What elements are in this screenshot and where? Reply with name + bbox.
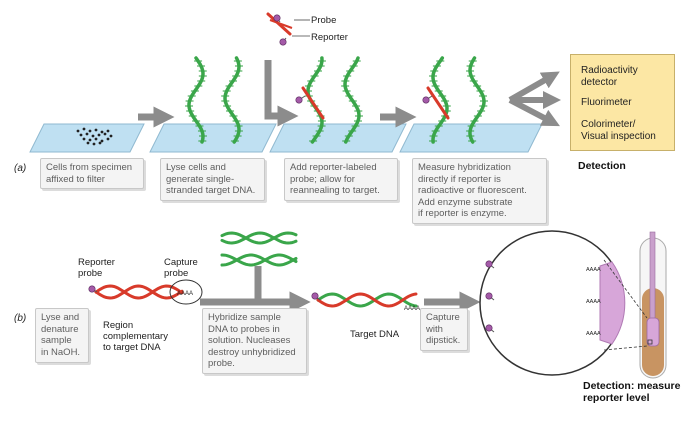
- cell-dot: [91, 134, 95, 138]
- target-dna-strand: [223, 56, 241, 144]
- captured-reporter-0: [485, 260, 493, 268]
- caption-capture-dipstick: Capture with dipstick.: [420, 308, 468, 351]
- annealed-probe-1: [301, 86, 325, 120]
- free-probe-reporter-bottom: [279, 38, 287, 46]
- cell-dot: [106, 129, 110, 133]
- hybridized-target-b: [316, 292, 418, 308]
- caption-cells-from-specimen: Cells from specimen affixed to filter: [40, 158, 144, 189]
- hybrid-reporter-dot: [311, 292, 319, 300]
- cell-dot: [88, 138, 92, 142]
- zoom-line-bottom: [603, 345, 648, 351]
- caption-lyse-denature: Lyse and denature sample in NaOH.: [35, 308, 89, 363]
- sample-dna-2-b: [220, 253, 298, 267]
- target-dna-label: Target DNA: [350, 329, 400, 340]
- cell-dot: [94, 137, 98, 141]
- probe-label: Probe: [311, 15, 337, 26]
- cell-dot: [85, 132, 89, 136]
- target-dna-strand: [468, 56, 486, 144]
- annealed-probe-2: [426, 86, 450, 120]
- target-dna-strand: [187, 56, 205, 144]
- reporter-probe-dot: [88, 285, 96, 293]
- caption-hybridize-sample: Hybridize sample DNA to probes in soluti…: [202, 308, 307, 374]
- region-complementary-label: Region complementary to target DNA: [103, 320, 168, 353]
- caption-lyse-cells: Lyse cells and generate single- stranded…: [160, 158, 265, 201]
- arrow-detect-1: [508, 71, 560, 103]
- part-b-label: (b): [14, 313, 27, 324]
- captured-tag-1: AAAA: [586, 299, 601, 305]
- cell-dot: [86, 141, 90, 145]
- zoom-line-top: [603, 259, 648, 319]
- filter-2: [149, 123, 277, 153]
- arrow-a2: [264, 60, 299, 127]
- cell-dot: [92, 142, 96, 146]
- cell-dot: [100, 139, 104, 143]
- colorimeter-label: Colorimeter/ Visual inspection: [581, 119, 656, 142]
- arrow-b-hook: [254, 266, 311, 313]
- sample-dna-1-b: [220, 231, 298, 245]
- detection-title-a: Detection: [578, 160, 626, 172]
- reporter-label: Reporter: [311, 32, 348, 43]
- capture-probe-label: Capture probe: [164, 257, 198, 279]
- captured-reporter-2: [485, 324, 493, 332]
- captured-tag-0: AAAA: [586, 267, 601, 273]
- dipstick-pad: [646, 317, 660, 347]
- cell-dot: [98, 141, 102, 145]
- cell-dot: [82, 127, 86, 131]
- hybridized-target-a: [316, 292, 418, 308]
- sample-dna-1-a: [220, 231, 298, 245]
- reporter-probe-label: Reporter probe: [78, 257, 115, 279]
- cell-dot: [106, 137, 110, 141]
- target-dna-strand: [431, 56, 449, 144]
- caption-add-probe: Add reporter-labeled probe; allow for re…: [284, 158, 398, 201]
- part-a-label: (a): [14, 163, 27, 174]
- cell-dot: [82, 137, 86, 141]
- cell-dot: [94, 128, 98, 132]
- capture-probe-circle: [169, 279, 203, 305]
- reporter-dot-2: [422, 96, 430, 104]
- arrow-detect-3: [508, 97, 560, 127]
- reporter-probe-strand-b: [94, 284, 184, 300]
- zoom-origin-box: [647, 339, 653, 345]
- free-probe-reporter-top: [273, 14, 281, 22]
- capture-tag-text: AAAA: [177, 291, 193, 297]
- free-probe-strand: [269, 19, 293, 29]
- captured-reporter-1: [485, 292, 493, 300]
- hybrid-tag-text: AAAA: [404, 306, 420, 312]
- target-dna-strand: [343, 56, 361, 144]
- caption-measure-hybridization: Measure hybridization directly if report…: [412, 158, 547, 224]
- detection-title-b: Detection: measure reporter level: [583, 380, 681, 404]
- cell-dot: [88, 129, 92, 133]
- filter-3: [269, 123, 407, 153]
- detection-instruments-box: Radioactivity detector Fluorimeter Color…: [570, 54, 675, 151]
- filter-1: [29, 123, 145, 153]
- sample-dna-2-a: [220, 253, 298, 267]
- captured-tag-2: AAAA: [586, 331, 601, 337]
- fluorimeter-label: Fluorimeter: [581, 97, 632, 108]
- cell-dot: [109, 134, 113, 138]
- cell-dot: [79, 133, 83, 137]
- reporter-dot-1: [295, 96, 303, 104]
- reporter-probe-strand-a: [94, 284, 184, 300]
- cell-dot: [97, 133, 101, 137]
- dipstick-rod: [649, 231, 656, 333]
- cell-dot: [100, 130, 104, 134]
- dipstick-surface: [599, 261, 626, 345]
- cell-dot: [103, 132, 107, 136]
- radioactivity-detector-label: Radioactivity detector: [581, 65, 638, 88]
- cell-dot: [76, 129, 80, 133]
